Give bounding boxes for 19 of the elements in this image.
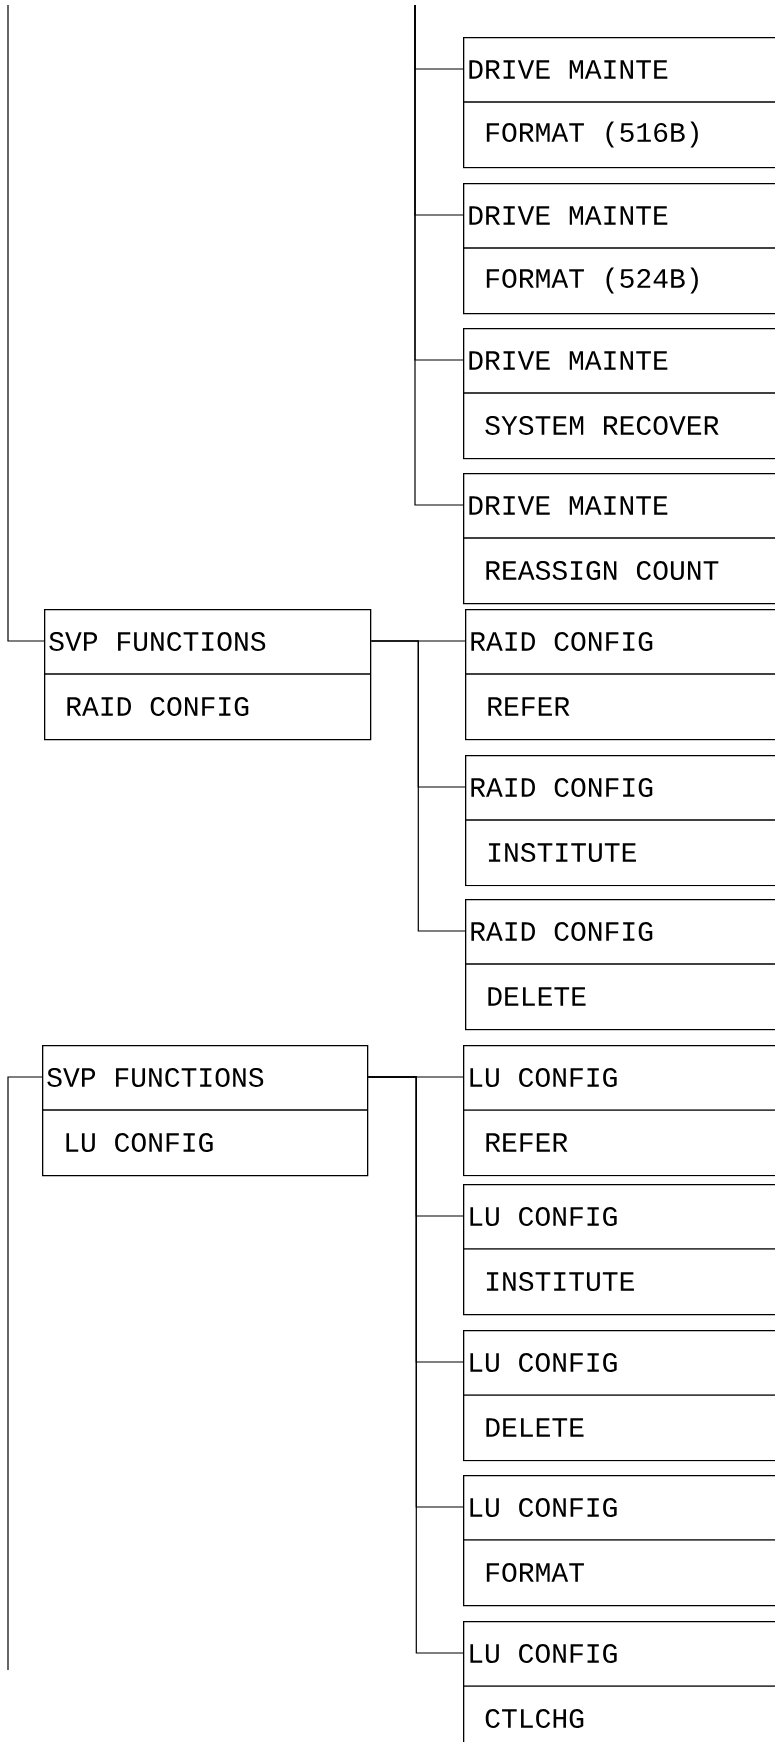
- connector-line: [414, 4, 464, 506]
- menu-box: LU CONFIG INSTITUTE: [462, 1184, 775, 1316]
- menu-box: LU CONFIG DELETE: [462, 1330, 775, 1462]
- menu-box: RAID CONFIG DELETE: [464, 899, 775, 1031]
- menu-box: DRIVE MAINTE FORMAT (524B): [462, 183, 775, 315]
- menu-box: DRIVE MAINTE REASSIGN COUNT: [462, 473, 775, 605]
- menu-box: RAID CONFIG REFER: [464, 609, 775, 741]
- menu-box: RAID CONFIG INSTITUTE: [464, 755, 775, 887]
- menu-box: DRIVE MAINTE SYSTEM RECOVER: [462, 328, 775, 460]
- menu-box: LU CONFIG FORMAT: [462, 1475, 775, 1607]
- menu-box: LU CONFIG CTLCHG: [462, 1621, 775, 1742]
- connector-line: [7, 4, 45, 642]
- menu-box: SVP FUNCTIONS RAID CONFIG: [43, 609, 372, 741]
- menu-box: LU CONFIG REFER: [462, 1045, 775, 1177]
- connector-line: [7, 1076, 43, 1671]
- menu-box: DRIVE MAINTE FORMAT (516B): [462, 37, 775, 169]
- connector-line: [367, 1076, 464, 1654]
- connector-line: [370, 640, 466, 932]
- menu-box: SVP FUNCTIONS LU CONFIG: [41, 1045, 369, 1177]
